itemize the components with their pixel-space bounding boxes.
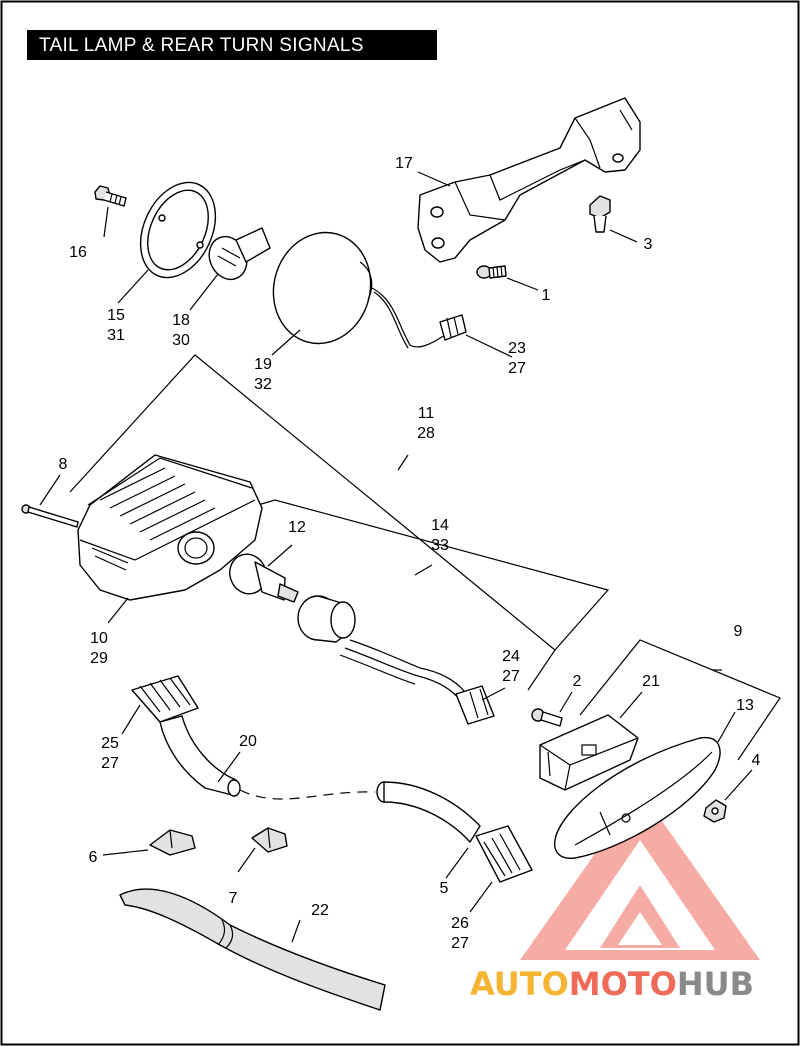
callout-3: 3: [644, 236, 653, 253]
watermark-text-hub: HUB: [677, 965, 754, 1003]
bulb-part-18: [208, 227, 271, 281]
socket-part-14: [297, 595, 495, 725]
callout-13-line-1: 13: [736, 697, 754, 714]
callout-8-line-1: 8: [59, 456, 68, 473]
callout-2-line-1: 2: [573, 673, 582, 690]
callout-9-line-1: 9: [734, 623, 743, 640]
connector-part-25: [131, 675, 241, 797]
title-banner: TAIL LAMP & REAR TURN SIGNALS: [27, 30, 437, 60]
callout-22: 22: [311, 902, 329, 919]
callout-5: 5: [440, 880, 449, 897]
callout-15-31-line-1: 15: [107, 307, 125, 324]
lens-part-13: [553, 736, 721, 859]
strip-part-22: [119, 888, 386, 1011]
bracket-part: [417, 97, 641, 263]
callout-23-27-line-2: 27: [508, 360, 526, 377]
callout-15-31-line-2: 31: [107, 327, 125, 344]
callout-2: 2: [573, 673, 582, 690]
watermark-text-auto: AUTO: [470, 965, 569, 1003]
screw-part-2: [531, 708, 563, 727]
callout-24-27-line-1: 24: [502, 648, 520, 665]
lens-part-19: [272, 231, 467, 349]
assembly-bracket-11: [69, 354, 610, 691]
clip-part-7: [251, 827, 288, 853]
callout-19-32-line-2: 32: [254, 376, 272, 393]
board-part-21: [539, 714, 639, 791]
lens-ring-part: [139, 181, 217, 279]
callout-21: 21: [642, 673, 660, 690]
callout-26-27-line-1: 26: [451, 915, 469, 932]
callout-4-line-1: 4: [752, 752, 761, 769]
callout-25-27-line-1: 25: [101, 735, 119, 752]
nut-part-4: [703, 799, 727, 823]
callout-8: 8: [59, 456, 68, 473]
leader-lines: [39, 171, 753, 943]
callout-11-28-line-2: 28: [417, 425, 435, 442]
callout-26-27-line-2: 27: [451, 935, 469, 952]
clip-part-6: [149, 829, 196, 856]
callout-5-line-1: 5: [440, 880, 449, 897]
callout-4: 4: [752, 752, 761, 769]
callout-7: 7: [229, 890, 238, 907]
callout-25-27-line-2: 27: [101, 755, 119, 772]
callout-21-line-1: 21: [642, 673, 660, 690]
page-title: TAIL LAMP & REAR TURN SIGNALS: [39, 35, 364, 56]
callout-13: 13: [736, 697, 754, 714]
callout-1-line-1: 1: [542, 287, 551, 304]
callout-14-33-line-1: 14: [431, 517, 449, 534]
callout-18-30-line-1: 18: [172, 312, 190, 329]
callout-10-29-line-1: 10: [90, 630, 108, 647]
callout-14-33-line-2: 33: [431, 537, 449, 554]
callout-11-28-line-1: 11: [418, 405, 435, 422]
callout-7-line-1: 7: [229, 890, 238, 907]
callout-12: 12: [288, 519, 306, 536]
callout-16-line-1: 16: [69, 244, 87, 261]
callout-10-29-line-2: 29: [90, 650, 108, 667]
screw-part-8: [21, 504, 79, 528]
callout-20: 20: [239, 733, 257, 750]
callout-22-line-1: 22: [311, 902, 329, 919]
wire-part-5: [376, 781, 533, 883]
watermark-logo: [520, 790, 760, 960]
housing-part-10: [77, 454, 263, 601]
screw-part-16: [94, 185, 127, 207]
callout-17-line-1: 17: [395, 155, 413, 172]
callout-20-line-1: 20: [239, 733, 257, 750]
bolt-part-3: [589, 195, 611, 233]
callout-18-30-line-2: 30: [172, 332, 190, 349]
callout-17: 17: [395, 155, 413, 172]
callout-24-27-line-2: 27: [502, 668, 520, 685]
callout-1: 1: [542, 287, 551, 304]
screw-part-1: [476, 265, 507, 279]
callout-19-32-line-1: 19: [254, 356, 272, 373]
dashed-wire-route: [239, 789, 376, 800]
callout-3-line-1: 3: [644, 236, 653, 253]
callout-9: 9: [734, 623, 743, 640]
callout-6-line-1: 6: [89, 849, 98, 866]
callout-12-line-1: 12: [288, 519, 306, 536]
watermark-text: AUTOMOTOHUB: [470, 965, 754, 1003]
callout-6: 6: [89, 849, 98, 866]
watermark-text-moto: MOTO: [569, 965, 677, 1003]
callout-23-27-line-1: 23: [508, 340, 526, 357]
callout-16: 16: [69, 244, 87, 261]
assembly-bracket-9: [579, 639, 781, 761]
bulb-part-12: [229, 553, 299, 603]
